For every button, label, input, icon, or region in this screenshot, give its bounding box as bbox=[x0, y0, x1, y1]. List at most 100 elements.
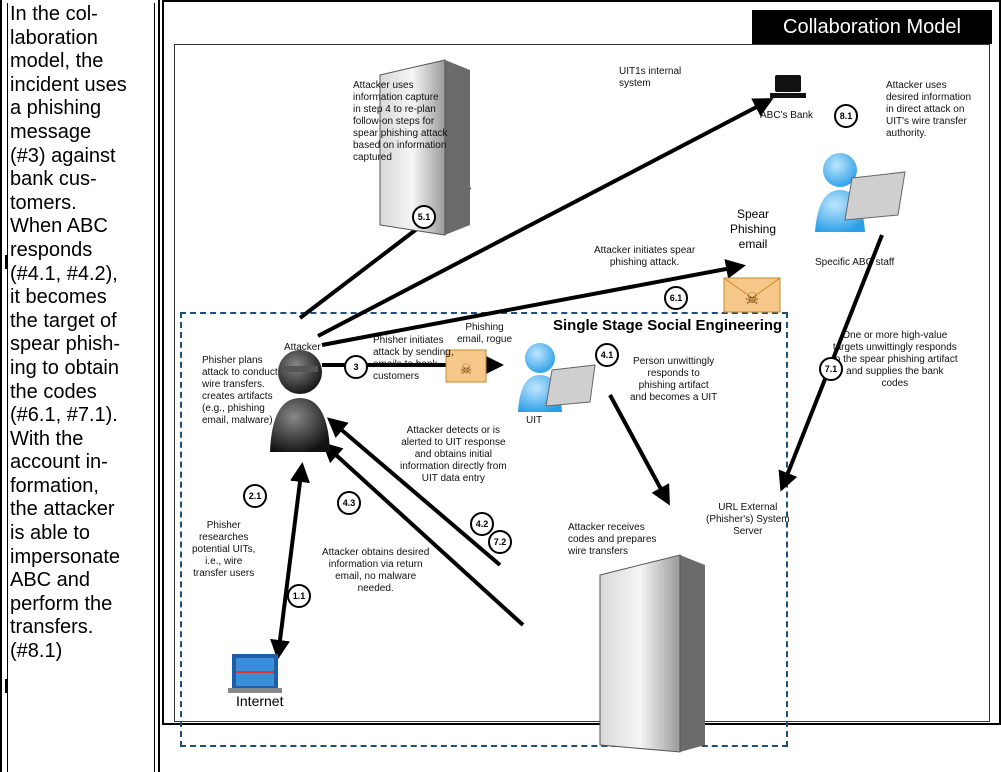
text-line: system bbox=[619, 78, 651, 89]
abc-bank-label: ABC's Bank bbox=[760, 110, 814, 121]
text-line: message bbox=[10, 120, 92, 143]
text-line: emails to bank bbox=[373, 359, 438, 370]
text-line: wire transfers. bbox=[202, 379, 265, 390]
wire-transfer-server-icon bbox=[599, 554, 705, 753]
text-line: impersonate bbox=[10, 545, 121, 568]
text-line: spear phishing attack bbox=[353, 128, 448, 139]
arrow-6-1 bbox=[321, 259, 746, 347]
text-line: With the bbox=[10, 427, 84, 450]
text-line: (#4.1, #4.2), bbox=[10, 262, 118, 285]
spear-phishing-email-icon: ☠ bbox=[723, 277, 781, 313]
text-line: Attacker detects or is bbox=[406, 425, 501, 436]
text-line: alerted to UIT response bbox=[401, 437, 506, 448]
text-line: a phishing bbox=[10, 97, 102, 120]
text-line: formation, bbox=[10, 474, 99, 497]
text-line: When ABC bbox=[10, 215, 108, 238]
svg-text:☠: ☠ bbox=[745, 289, 759, 308]
text-line: responds bbox=[10, 238, 93, 261]
text-line: attack to conduct bbox=[202, 367, 278, 378]
step-badge: 4.3 bbox=[337, 491, 361, 515]
text-line: it becomes bbox=[10, 286, 107, 309]
arrow-8-1 bbox=[317, 98, 774, 338]
text-line: (e.g., phishing bbox=[202, 403, 265, 414]
text-line: potential UITs, bbox=[192, 544, 256, 555]
text-line: Attacker obtains desired bbox=[322, 547, 430, 558]
internet-icon bbox=[228, 654, 282, 693]
text-line: Phisher plans bbox=[202, 355, 263, 366]
text-line: to the spear phishing artifact bbox=[832, 354, 958, 365]
figure-frame bbox=[162, 0, 1001, 725]
text-line: Phishing bbox=[730, 222, 777, 236]
text-line: One or more high-value bbox=[842, 330, 948, 341]
text-line: codes and prepares bbox=[568, 534, 657, 545]
text-line: authority. bbox=[886, 128, 927, 139]
laptop-icon bbox=[770, 75, 806, 98]
text-line: bank cus- bbox=[10, 168, 97, 191]
text-line: (Phisher's) System bbox=[706, 514, 790, 525]
frame-tick bbox=[5, 255, 8, 269]
arrow-2-1 bbox=[270, 462, 310, 660]
text-line: targets unwittingly responds bbox=[832, 342, 957, 353]
text-line: Person unwittingly bbox=[633, 356, 715, 367]
arrow-4-2 bbox=[326, 417, 502, 567]
diagram-inner-frame bbox=[174, 44, 990, 722]
text-line: phishing artifact bbox=[638, 380, 709, 391]
step-badge: 4.1 bbox=[595, 343, 619, 367]
text-line: (#6.1, #7.1). bbox=[10, 404, 118, 427]
text-line: In the col- bbox=[10, 3, 98, 25]
text-line: the target of bbox=[10, 309, 117, 332]
svg-text:☠: ☠ bbox=[460, 362, 473, 378]
region-title: Single Stage Social Engineering bbox=[553, 317, 783, 334]
arrow-4-3 bbox=[322, 442, 525, 627]
text-line: Attacker receives bbox=[568, 522, 645, 533]
text-line: transfer users bbox=[193, 568, 255, 579]
text-line: captured bbox=[353, 152, 392, 163]
text-line: Spear bbox=[737, 207, 770, 221]
text-line: incident uses bbox=[10, 73, 127, 96]
text-line: codes bbox=[881, 378, 909, 389]
text-line: (#3) against bbox=[10, 144, 116, 167]
uit-label: UIT bbox=[526, 415, 543, 426]
text-line: email, no malware bbox=[335, 571, 417, 582]
text-line: Attacker uses bbox=[353, 80, 414, 91]
phishing-email-icon: ☠ bbox=[445, 349, 487, 383]
text-line: Attacker uses bbox=[886, 80, 947, 91]
text-line: researches bbox=[198, 532, 249, 543]
text-line: tomers. bbox=[10, 191, 77, 214]
text-line: creates artifacts bbox=[202, 391, 273, 402]
text-line: ABC and bbox=[10, 569, 91, 592]
text-line: ing to obtain bbox=[10, 356, 119, 379]
text-line: UIT data entry bbox=[421, 473, 485, 484]
text-line: in step 4 to re-plan bbox=[353, 104, 436, 115]
text-line: needed. bbox=[357, 583, 394, 594]
step-badge: 4.2 bbox=[470, 512, 494, 536]
internet-label: Internet bbox=[236, 693, 284, 709]
text-line: model, the bbox=[10, 50, 104, 73]
text-line: and supplies the bank bbox=[846, 366, 944, 377]
abc-staff-person-icon bbox=[815, 153, 906, 232]
text-line: email bbox=[738, 237, 768, 251]
text-line: Server bbox=[733, 526, 763, 537]
text-line: perform the bbox=[10, 592, 113, 615]
text-line: Phishing bbox=[465, 322, 504, 333]
text-line: Phisher bbox=[206, 520, 241, 531]
text-line: UIT's wire transfer bbox=[886, 116, 967, 127]
text-line: responds to bbox=[647, 368, 700, 379]
text-line: account in- bbox=[10, 451, 108, 474]
text-line: the codes bbox=[10, 380, 97, 403]
text-line: Phisher initiates bbox=[373, 335, 444, 346]
step-badge: 2.1 bbox=[243, 484, 267, 508]
step-badge: 8.1 bbox=[834, 104, 858, 128]
